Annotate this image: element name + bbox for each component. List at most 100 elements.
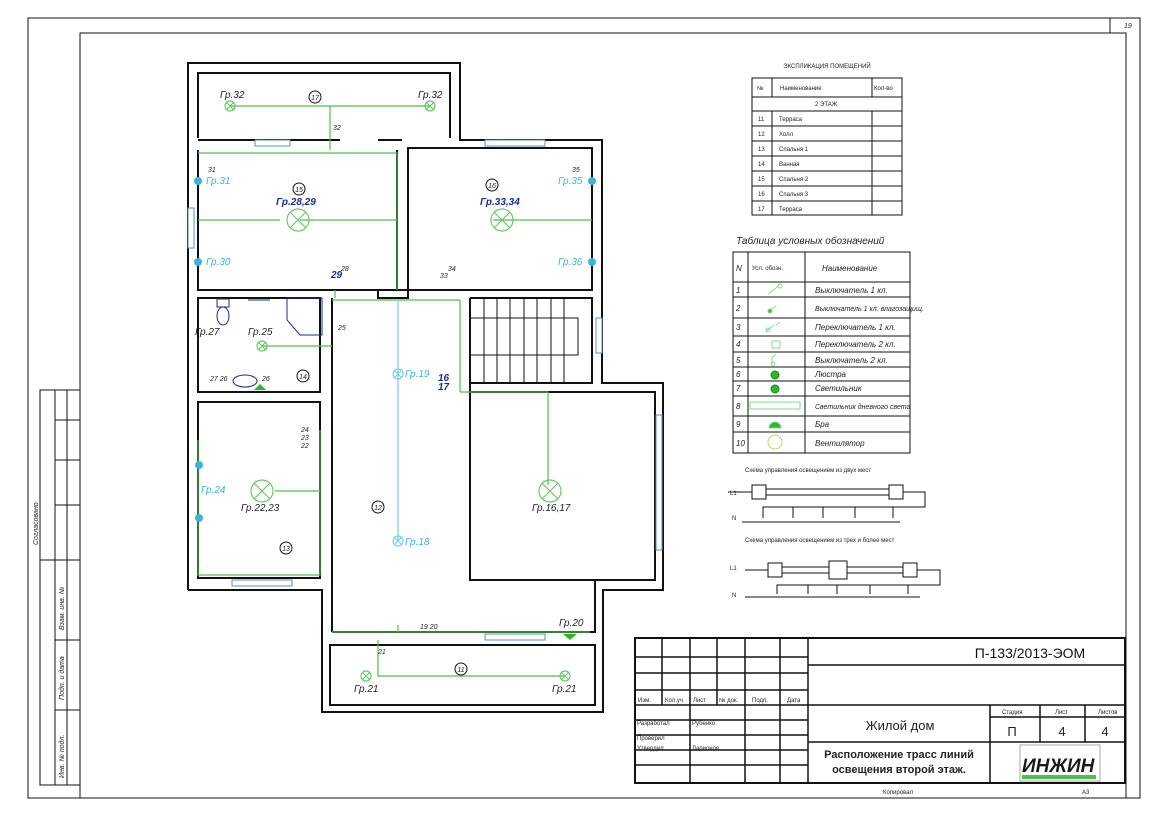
stage-header: Стадия — [1002, 710, 1022, 716]
scheme-n-label-2: N — [732, 593, 736, 599]
legend-cell: 2 — [735, 304, 741, 313]
role-name: Рубенко — [692, 721, 716, 727]
stage-value: П — [1007, 724, 1016, 739]
col-header: Кол.уч — [665, 698, 683, 704]
sheet-number: 19 — [1124, 23, 1132, 30]
lamp-icon — [424, 100, 436, 112]
stage-header: Листов — [1098, 710, 1118, 716]
group-label: Гр.22,23 — [241, 503, 280, 514]
group-label: Гр.28,29 — [276, 197, 316, 208]
role-label: Проверил — [637, 736, 665, 742]
sconce-icon — [588, 258, 596, 266]
room-numbers — [279, 90, 499, 676]
switch-over-2-icon — [771, 340, 781, 349]
lamp-icon — [360, 670, 372, 682]
legend-header-symbol: Усл. обозн. — [752, 266, 783, 272]
legend-cell: Бра — [815, 420, 830, 429]
switch-label: 34 — [448, 266, 456, 273]
explication-cell: 17 — [758, 207, 765, 213]
legend-cell: 3 — [736, 323, 741, 332]
explication-cell: Ванная — [779, 162, 800, 168]
scheme-n-label: N — [732, 516, 736, 522]
group-label: Гр.27 — [195, 327, 220, 338]
fixtures — [224, 100, 571, 682]
switch-label: 25 — [337, 325, 346, 332]
lighting-wiring — [197, 105, 592, 677]
group-label: Гр.16,17 — [532, 503, 571, 514]
col-header: № док. — [719, 697, 739, 704]
switching-schemes: Схема управления освещением из двух мест… — [728, 468, 941, 599]
legend-cell: 9 — [736, 420, 741, 429]
switch-label: 28 — [340, 266, 349, 273]
group-label: Гр.25 — [248, 327, 273, 338]
group-label: Гр.33,34 — [480, 197, 520, 208]
group-label: Гр.32 — [418, 90, 443, 101]
chandelier-legend-icon — [770, 370, 780, 380]
switch-label: 19 20 — [420, 624, 438, 631]
legend-title: Таблица условных обозначений — [736, 235, 885, 247]
switch-label: 17 — [438, 382, 450, 393]
stamp-replaced-inv: Взам. инв. № — [59, 586, 66, 630]
legend-cell: Переключатель 2 кл. — [815, 340, 896, 349]
group-label: Гр.21 — [552, 684, 576, 695]
stamp-sign-date: Подп. и дата — [58, 656, 66, 700]
explication-cell: 16 — [758, 192, 765, 198]
chandelier-icon — [490, 208, 514, 232]
switch-label: 16 — [438, 373, 450, 384]
legend-cell: 4 — [736, 340, 741, 349]
explication-cell: Терраса — [779, 207, 803, 213]
explication-table: ЭКСПЛИКАЦИЯ ПОМЕЩЕНИЙ № Наименование Кол… — [751, 62, 903, 216]
col-header: Дата — [787, 698, 801, 704]
outer-frame — [27, 17, 1141, 799]
lamp-icon — [224, 100, 236, 112]
sconce-icon — [194, 177, 202, 185]
scheme-two-title: Схема управления освещением из двух мест — [745, 468, 871, 474]
legend-cell: 7 — [736, 384, 741, 393]
group-label: Гр.20 — [559, 618, 584, 629]
explication-cell: 14 — [758, 162, 765, 168]
explication-cell: Холл — [779, 132, 794, 138]
group-label: Гр.32 — [220, 90, 245, 101]
explication-cell: 12 — [758, 132, 765, 138]
group-label: Гр.36 — [558, 257, 583, 268]
chandelier-icon — [538, 479, 562, 503]
stage-header: Лист — [1055, 710, 1068, 716]
staircase — [470, 298, 579, 383]
explication-cell: 11 — [758, 117, 765, 123]
title-block: П-133/2013-ЭОМ Изм. Кол.уч Лист № док. П… — [634, 637, 1126, 796]
chandelier-icon — [250, 479, 274, 503]
sheet-value: 4 — [1058, 724, 1065, 739]
role-label: Разработал — [637, 721, 670, 727]
group-label: Гр.18 — [405, 537, 430, 548]
legend-cell: 5 — [736, 356, 741, 365]
switch-1-icon — [767, 284, 780, 295]
explication-cell: 13 — [758, 147, 765, 153]
legend-cell: Выключатель 1 кл. — [815, 286, 888, 295]
sheets-value: 4 — [1101, 724, 1108, 739]
room-number-16: 16 — [488, 183, 496, 190]
col-header: Лист — [693, 698, 706, 704]
col-header: Подп. — [752, 698, 768, 704]
explication-header-name: Наименование — [780, 86, 822, 92]
switch-label: 26 — [261, 376, 270, 383]
room-number-17: 17 — [311, 95, 320, 102]
legend-cell: Выключатель 2 кл. — [815, 356, 888, 365]
room-number-12: 12 — [374, 505, 382, 512]
bathroom-fixtures — [216, 297, 323, 388]
sconce-icon — [195, 461, 203, 469]
switch-label: 29 — [330, 270, 343, 281]
col-header: Изм. — [638, 698, 651, 704]
group-label: Гр.19 — [405, 369, 430, 380]
group-label: Гр.30 — [206, 257, 231, 268]
group-label: Гр.31 — [206, 176, 230, 187]
company-logo: ИНЖИН — [1019, 744, 1101, 782]
lamp-legend-icon — [770, 384, 780, 394]
switch-label: 21 — [377, 649, 386, 656]
explication-cell: Спальня 2 — [779, 177, 809, 183]
explication-cell: Спальня 3 — [779, 192, 809, 198]
format-label: А3 — [1082, 790, 1090, 796]
drawing-code: П-133/2013-ЭОМ — [975, 645, 1085, 661]
explication-header-number: № — [757, 85, 763, 92]
stamp-agreed: Согласовано — [33, 502, 40, 545]
